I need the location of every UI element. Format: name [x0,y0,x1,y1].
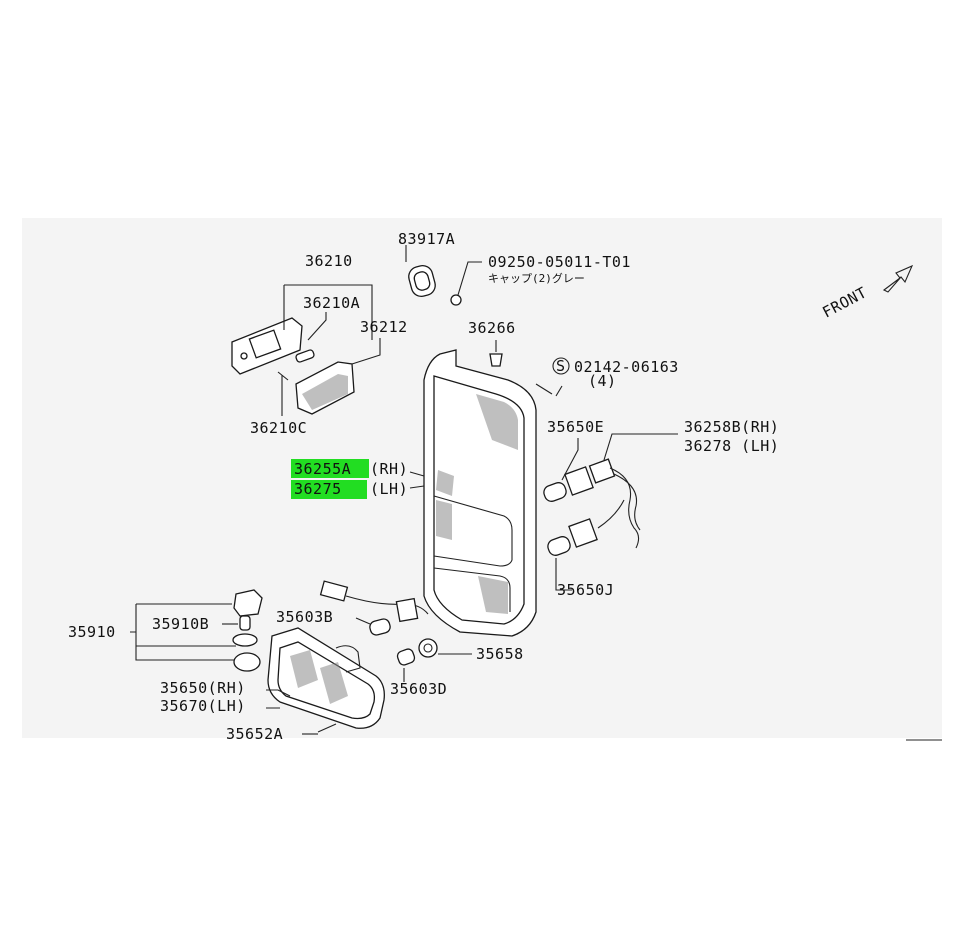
label-35603B: 35603B [276,608,333,626]
label-36212: 36212 [360,318,408,336]
lower-shade-2 [320,662,348,704]
label-35910: 35910 [68,623,116,641]
lamp-bulb [295,349,315,363]
lamp-socket [248,329,282,359]
label-35650: 35650(RH) [160,679,246,697]
label-36275: 36275 [294,480,342,498]
standard-part-symbol: S [556,357,566,375]
lens-35910 [233,652,261,672]
bulb-35650E [543,482,567,502]
socket-35658 [418,638,438,658]
leader-35650J [555,558,572,591]
socket-upper [564,466,594,496]
label-02142-qty: (4) [588,372,617,390]
label-36255A: 36255A [294,460,351,478]
label-36258B: 36258B(RH) [684,418,779,436]
rear-combination-lamp [423,349,537,637]
wire-lower [597,499,625,529]
label-35603D: 35603D [390,680,447,698]
socket-35603B [395,597,419,623]
lamp-middle-section [433,495,513,567]
cap-35910 [233,589,263,617]
leader-36258B [603,433,678,461]
label-02142: 02142-06163 [574,358,679,376]
side-lens-shading [436,470,454,496]
bulb-35603B [369,618,391,636]
label-36275-side: (LH) [370,480,408,498]
label-36266: 36266 [468,319,516,337]
leader-35650 [266,689,291,709]
wire-upper-b [613,473,641,531]
connector-35603B [319,580,349,602]
bulb-35910B [239,615,251,631]
highlight-36275 [291,480,367,499]
label-35658: 35658 [476,645,524,663]
middle-lens-shading [436,500,452,540]
screw-group: S [535,357,570,397]
plate-hole [240,352,248,360]
wire-upper [609,467,640,549]
label-35652A: 35652A [226,725,283,743]
front-arrow-icon [882,264,914,293]
label-36210: 36210 [305,252,353,270]
screw-02142 [535,383,553,395]
label-36255A-side: (RH) [370,460,408,478]
label-35910B: 35910B [152,615,209,633]
label-09250: 09250-05011-T01 [488,253,631,271]
socket-upper-b [588,458,616,484]
leader-36210 [283,284,373,340]
ring-35910 [232,633,258,647]
lens-shading [302,374,348,410]
leader-36255A [409,471,425,489]
grommet-inner [413,271,431,291]
lamp-lower-section [433,567,511,612]
clip-group [489,340,503,367]
lower-lamp-group [130,580,472,735]
label-35670: 35670(LH) [160,697,246,715]
leader-35910 [130,603,236,661]
socket-lower [568,518,598,548]
bulb-35603D [396,648,416,666]
standard-part-circle [552,357,570,375]
label-36278: 36278 (LH) [684,437,779,455]
leader-36212 [351,338,381,365]
upper-lens-shading [476,394,518,450]
highlight-36255A [291,459,369,478]
bulb-35650J [547,536,571,556]
lower-lens-shading [478,576,508,614]
label-35650J: 35650J [557,581,614,599]
screw-36210C [277,371,289,381]
label-09250-note: キャップ(2)グレー [488,271,585,285]
lamp-35650-socket [335,645,361,673]
clip-36266 [489,353,503,367]
label-36210C: 36210C [250,419,307,437]
lower-shade-1 [290,650,318,688]
leader-36210A [307,312,327,341]
license-lamp-group [231,284,381,416]
socket-35658-inner [423,643,433,653]
leader-02142 [555,385,563,397]
leader-35650E [561,438,579,481]
leader-09250 [457,261,482,296]
cap-09250 [450,294,462,306]
leader-35603B [355,617,371,625]
right-harness-group [543,433,678,591]
screw-35652A [317,723,337,733]
label-83917A: 83917A [398,230,455,248]
label-36210A: 36210A [303,294,360,312]
label-35650E: 35650E [547,418,604,436]
grommet-group [405,245,482,306]
